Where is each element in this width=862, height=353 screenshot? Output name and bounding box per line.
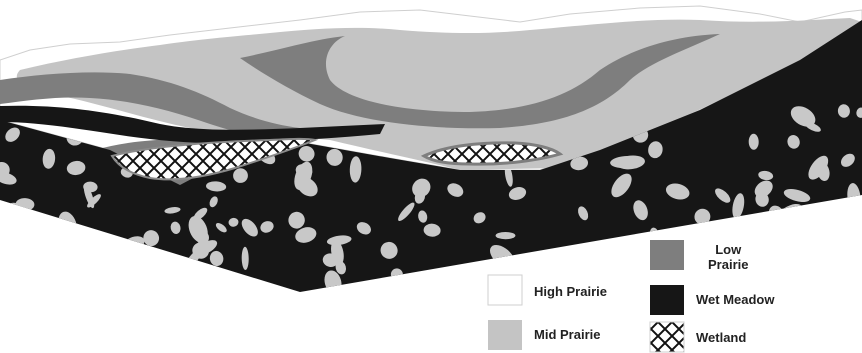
soil-pebble — [248, 279, 266, 302]
legend-item-high-prairie: High Prairie — [522, 284, 607, 299]
legend-label-high-prairie: High Prairie — [534, 284, 607, 299]
legend-swatch-high-prairie — [488, 275, 522, 305]
soil-pebble — [242, 278, 262, 303]
legend-item-low-prairie: Low Prairie — [696, 242, 748, 272]
soil-pebble — [191, 263, 206, 272]
legend-label-low-prairie: Low Prairie — [708, 242, 748, 272]
soil-pebble — [496, 232, 516, 239]
soil-pebble — [35, 245, 46, 266]
soil-pebble — [821, 248, 845, 276]
legend-swatch-low-prairie — [650, 240, 684, 270]
soil-pebble — [806, 254, 825, 271]
legend-label-wetland: Wetland — [696, 330, 746, 345]
legend-swatch-wetland — [650, 322, 684, 352]
legend-label-mid-prairie: Mid Prairie — [534, 327, 600, 342]
soil-pebble — [41, 242, 63, 260]
soil-pebble — [418, 275, 443, 289]
soil-pebble — [597, 245, 625, 268]
legend-swatch-wet-meadow — [650, 285, 684, 315]
soil-pebble — [755, 241, 766, 253]
soil-pebble — [822, 271, 847, 302]
soil-pebble — [150, 261, 166, 278]
soil-pebble — [759, 228, 776, 247]
soil-pebble — [766, 212, 775, 224]
legend-item-wet-meadow: Wet Meadow — [684, 292, 775, 307]
soil-pebble — [70, 246, 100, 270]
soil-pebble — [118, 286, 133, 304]
legend-item-wetland: Wetland — [684, 330, 746, 345]
soil-pebble — [835, 223, 851, 234]
legend-label-wet-meadow: Wet Meadow — [696, 292, 775, 307]
legend-item-mid-prairie: Mid Prairie — [522, 327, 600, 342]
soil-pebble — [105, 235, 114, 263]
legend-swatch-mid-prairie — [488, 320, 522, 350]
soil-pebble — [94, 255, 123, 266]
soil-pebble — [376, 284, 389, 299]
soil-pebble — [229, 283, 239, 302]
soil-pebble — [845, 226, 862, 245]
